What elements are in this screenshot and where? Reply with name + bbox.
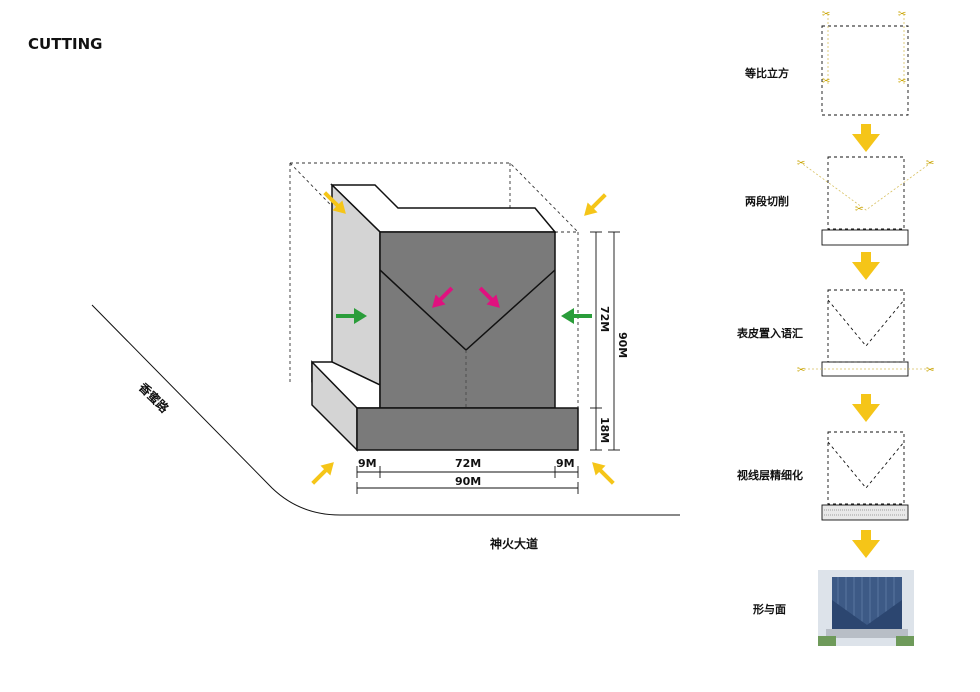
step-5-label: 形与面 <box>753 603 786 616</box>
step-4-label: 视线层精细化 <box>737 468 803 482</box>
dimension-lines <box>356 231 620 494</box>
step-5-rendering <box>818 570 914 646</box>
dim-center: 72M <box>455 457 481 470</box>
dim-total-width: 90M <box>455 475 481 488</box>
step-2-label: 两段切削 <box>745 194 789 208</box>
dim-base-height: 18M <box>598 417 611 443</box>
down-arrow-icon <box>852 394 880 422</box>
main-building <box>289 162 579 452</box>
dim-left-wing: 9M <box>358 457 377 470</box>
step-3-diagram: ✂ ✂ <box>797 289 934 377</box>
scissors-icon: ✂ <box>926 158 934 169</box>
scissors-icon: ✂ <box>926 365 934 376</box>
scissors-icon: ✂ <box>797 365 805 376</box>
scissors-icon: ✂ <box>822 9 830 20</box>
green-arrow-icon <box>336 308 367 324</box>
step-2-diagram: ✂ ✂ ✂ <box>797 156 934 246</box>
dim-total-height: 90M <box>616 332 629 358</box>
scissors-icon: ✂ <box>898 9 906 20</box>
yellow-arrow-icon <box>592 462 615 485</box>
yellow-arrow-icon <box>584 193 607 216</box>
magenta-arrow-icon <box>432 286 454 308</box>
process-steps: ✂ ✂ ✂ ✂ 等比立方 ✂ ✂ ✂ 两段切削 <box>736 9 934 646</box>
road-label-horizontal: 神火大道 <box>490 536 538 551</box>
facade <box>379 231 556 409</box>
dim-upper-height: 72M <box>598 306 611 332</box>
magenta-arrow-icon <box>478 286 500 308</box>
road-curve <box>91 304 680 516</box>
scissors-icon: ✂ <box>855 204 863 215</box>
step-3-label: 表皮置入语汇 <box>736 326 803 340</box>
step-1-label: 等比立方 <box>744 66 789 80</box>
yellow-arrow-icon <box>311 462 334 485</box>
step-4-diagram <box>821 431 909 521</box>
arrows <box>311 191 615 485</box>
step-1-diagram: ✂ ✂ ✂ ✂ <box>821 9 909 116</box>
scissors-icon: ✂ <box>797 158 805 169</box>
down-arrow-icon <box>852 530 880 558</box>
yellow-arrow-icon <box>323 191 346 214</box>
down-arrow-icon <box>852 252 880 280</box>
down-arrow-icon <box>852 124 880 152</box>
base-front <box>356 407 579 451</box>
dim-right-wing: 9M <box>556 457 575 470</box>
page-title: CUTTING <box>28 35 102 53</box>
scissors-icon: ✂ <box>822 76 830 87</box>
road-label-diagonal: 香蜜路 <box>135 379 172 416</box>
green-arrow-icon <box>561 308 592 324</box>
scissors-icon: ✂ <box>898 76 906 87</box>
